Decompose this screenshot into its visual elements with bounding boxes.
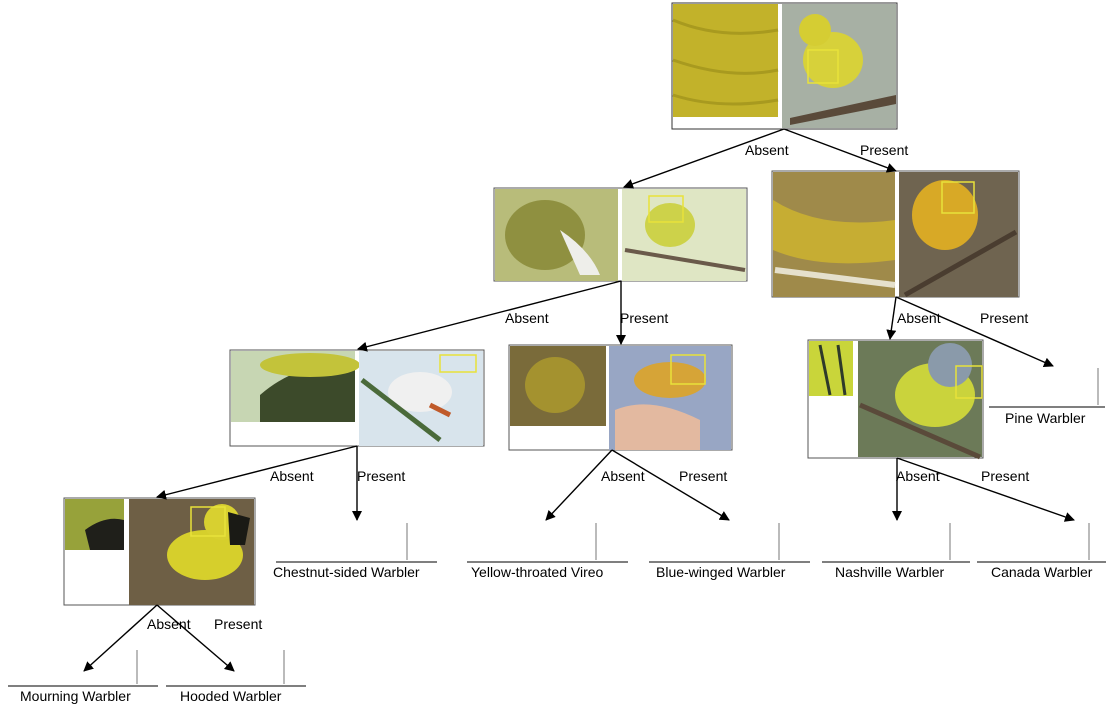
edge-label-present: Present [860,142,908,158]
leaf-label-pine: Pine Warbler [1005,410,1086,426]
leaf-label-canada: Canada Warbler [991,564,1093,580]
edge-label-absent: Absent [896,468,940,484]
edge-label-absent: Absent [897,310,941,326]
edge-label-absent: Absent [601,468,645,484]
leaf-label-yellow-throated: Yellow-throated Vireo [471,564,604,580]
edge-root-left [624,129,784,187]
edge-label-absent: Absent [147,616,191,632]
edge-label-absent: Absent [270,468,314,484]
edge-label-absent: Absent [745,142,789,158]
edge-label-present: Present [981,468,1029,484]
leaf-label-blue-winged: Blue-winged Warbler [656,564,786,580]
leaf-label-chestnut: Chestnut-sided Warbler [273,564,420,580]
leaf-label-nashville: Nashville Warbler [835,564,945,580]
edge-right-rl [890,297,896,339]
node-left-left [230,350,484,446]
edge-lr-bluewinged [612,450,729,520]
edge-lll-mourning [84,605,157,671]
edge-lll-hooded [157,605,234,671]
edge-label-present: Present [980,310,1028,326]
leaf-label-hooded: Hooded Warbler [180,688,282,704]
leaf-label-mourning: Mourning Warbler [20,688,131,704]
edge-lr-yellowthroated [546,450,612,520]
node-left-left-left [64,498,255,605]
edge-ll-lll [157,446,357,497]
leaf-mourning: Mourning Warbler [8,650,158,704]
edge-label-present: Present [679,468,727,484]
leaf-nashville: Nashville Warbler [822,523,970,580]
node-left-right [509,345,732,450]
edge-left-ll [358,281,621,349]
leaf-canada: Canada Warbler [977,523,1106,580]
leaf-yellow-throated: Yellow-throated Vireo [467,523,628,580]
node-left [494,188,747,281]
edge-label-present: Present [357,468,405,484]
edge-label-present: Present [214,616,262,632]
leaf-blue-winged: Blue-winged Warbler [649,523,810,580]
rl-patch-image [809,341,853,396]
leaf-hooded: Hooded Warbler [166,650,306,704]
node-right-left [808,340,983,458]
leaf-pine: Pine Warbler [989,368,1105,426]
leaf-chestnut: Chestnut-sided Warbler [273,523,437,580]
node-right [772,171,1019,297]
edge-label-absent: Absent [505,310,549,326]
edge-label-present: Present [620,310,668,326]
root-node [672,3,897,129]
